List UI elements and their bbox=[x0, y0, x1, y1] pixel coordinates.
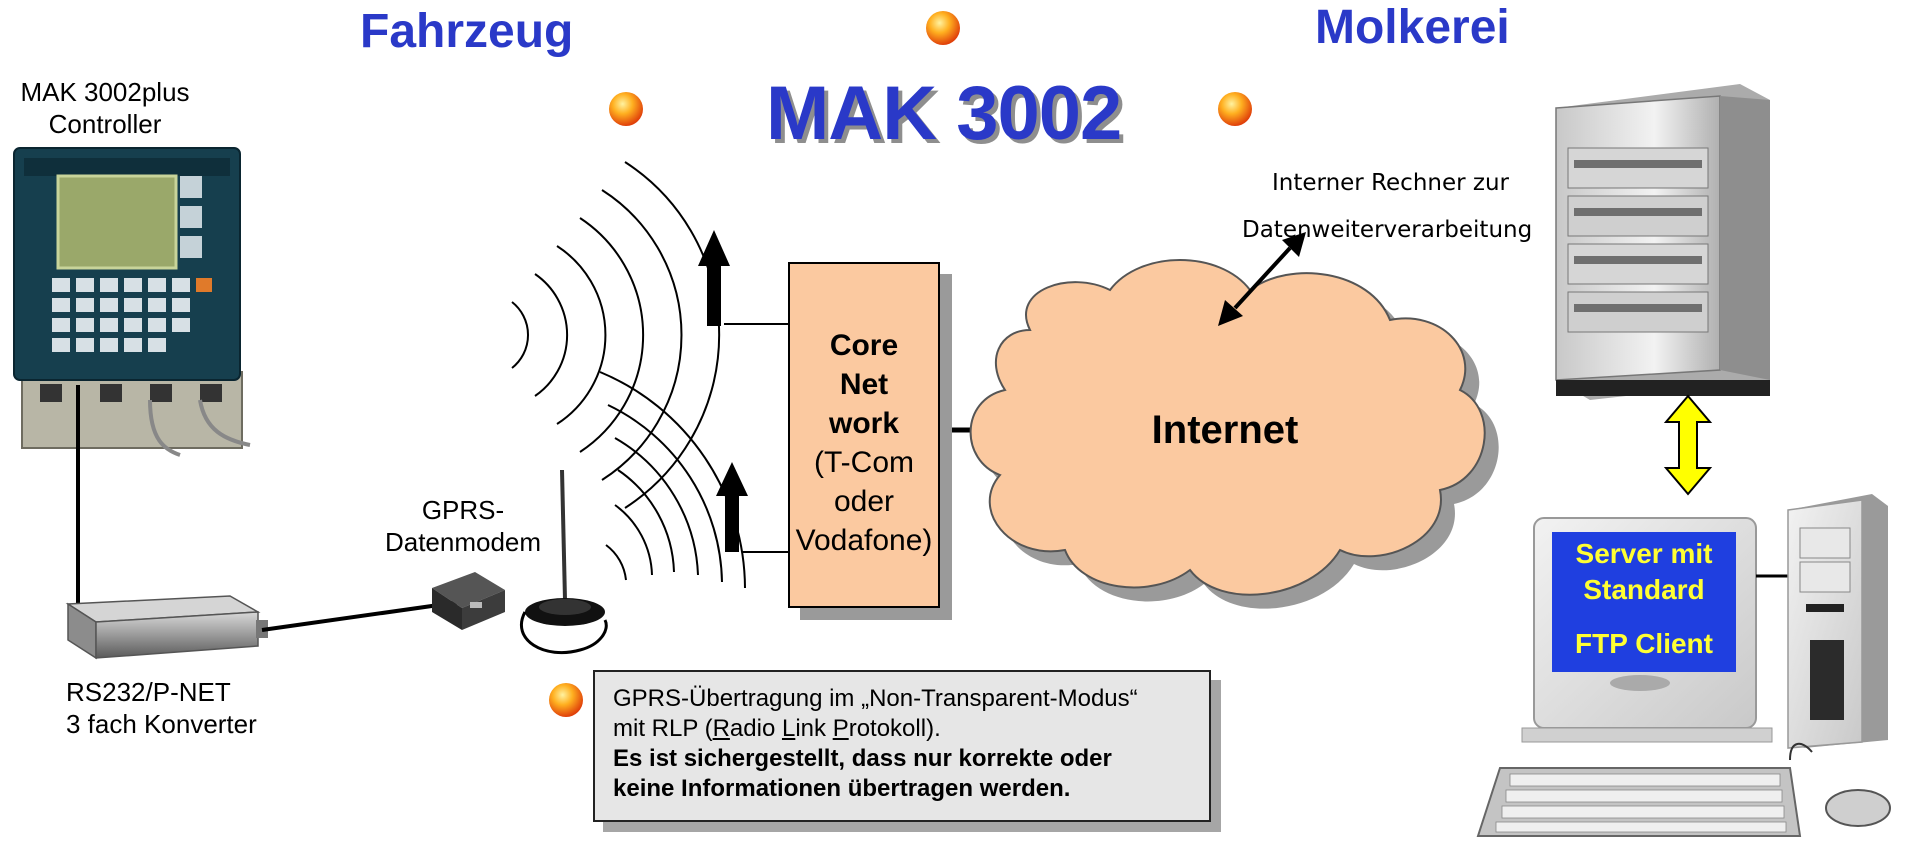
controller-caption-line1: MAK 3002plus bbox=[20, 77, 190, 107]
controller-device-icon bbox=[13, 147, 251, 457]
controller-caption: MAK 3002plus Controller bbox=[0, 76, 210, 140]
server-pc-icon bbox=[1476, 494, 1891, 837]
radio-waves-lower bbox=[599, 371, 746, 589]
converter-caption: RS232/P-NET 3 fach Konverter bbox=[66, 676, 257, 740]
core-network-line3: work bbox=[828, 407, 900, 440]
uplink-arrow-lower bbox=[716, 462, 790, 553]
core-network-line6: Vodafone) bbox=[795, 524, 933, 557]
info-line4: keine Informationen übertragen werden. bbox=[613, 775, 1071, 802]
internet-label: Internet bbox=[1151, 408, 1299, 452]
info-l: L bbox=[781, 715, 796, 742]
main-title: MAK 3002 bbox=[766, 71, 1122, 156]
core-network-line2: Net bbox=[839, 368, 889, 401]
server-screen-text: Server mit Standard FTP Client bbox=[1552, 536, 1736, 662]
gprs-modem-icon bbox=[432, 572, 505, 630]
internal-computer-caption: Interner Rechner zur Datenweiterverarbei… bbox=[1242, 160, 1562, 254]
server-screen-line1: Server mit bbox=[1575, 538, 1713, 569]
bullet-dot bbox=[549, 683, 583, 717]
radio-waves-upper bbox=[511, 161, 721, 509]
info-adio: adio bbox=[729, 715, 782, 742]
core-network-line5: oder bbox=[833, 485, 895, 518]
internal-computer-line1: Interner Rechner zur bbox=[1272, 170, 1509, 196]
internal-computer-line2: Datenweiterverarbeitung bbox=[1242, 217, 1533, 243]
modem-caption: GPRS- Datenmodem bbox=[378, 494, 548, 558]
converter-device-icon bbox=[65, 595, 268, 660]
info-r: R bbox=[712, 715, 730, 742]
antenna-icon bbox=[519, 469, 608, 655]
info-ink: ink bbox=[795, 715, 833, 742]
server-rack-icon bbox=[1555, 84, 1770, 400]
converter-caption-line2: 3 fach Konverter bbox=[66, 709, 257, 739]
info-rotokoll: rotokoll). bbox=[848, 715, 941, 742]
dairy-section-title: Molkerei bbox=[1315, 1, 1510, 54]
vehicle-section-title: Fahrzeug bbox=[360, 5, 574, 58]
core-network-line4: (T-Com bbox=[814, 446, 914, 479]
cable-line bbox=[261, 600, 461, 632]
bullet-dot bbox=[926, 11, 960, 45]
core-network-box: Core Net work (T-Com oder Vodafone) bbox=[788, 262, 940, 608]
internal-link-arrow bbox=[1218, 232, 1306, 326]
uplink-arrow-upper bbox=[698, 230, 790, 326]
modem-caption-line2: Datenmodem bbox=[384, 527, 542, 557]
bullet-dot bbox=[609, 92, 643, 126]
server-screen-line3: FTP Client bbox=[1575, 628, 1713, 659]
internet-cloud-icon bbox=[969, 259, 1499, 609]
server-screen-line2: Standard bbox=[1583, 574, 1705, 605]
info-line2: mit RLP (Radio Link Protokoll). bbox=[613, 714, 1191, 744]
core-network-line1: Core bbox=[829, 329, 899, 362]
info-line3: Es ist sichergestellt, dass nur korrekte… bbox=[613, 745, 1112, 772]
converter-caption-line1: RS232/P-NET bbox=[66, 677, 231, 707]
info-line1: GPRS-Übertragung im „Non-Transparent-Mod… bbox=[613, 685, 1138, 712]
controller-caption-line2: Controller bbox=[48, 109, 162, 139]
info-p: P bbox=[832, 715, 849, 742]
gprs-info-box: GPRS-Übertragung im „Non-Transparent-Mod… bbox=[593, 670, 1211, 822]
bullet-dot bbox=[1218, 92, 1252, 126]
modem-caption-line1: GPRS- bbox=[421, 495, 505, 525]
info-line2-prefix: mit RLP ( bbox=[613, 715, 713, 742]
sync-double-arrow bbox=[1663, 394, 1713, 496]
